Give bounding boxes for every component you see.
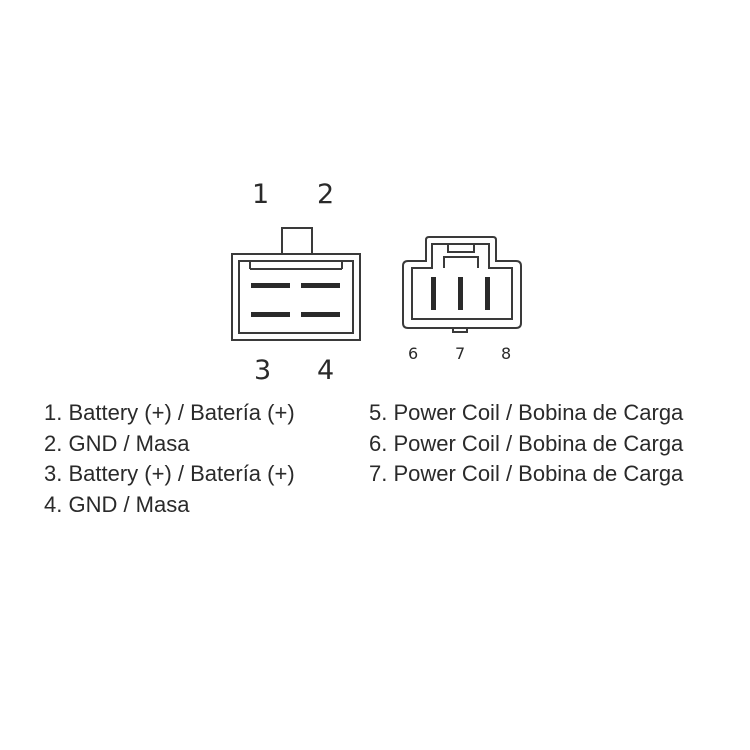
legend-item: 2. GND / Masa (44, 430, 190, 456)
legend-item: 7. Power Coil / Bobina de Carga (369, 461, 684, 486)
legend-item: 6. Power Coil / Bobina de Carga (369, 430, 684, 456)
connector-a-terminals (251, 283, 340, 317)
terminal-2 (301, 283, 340, 288)
connector-b-latch (447, 244, 475, 253)
terminal-4 (301, 312, 340, 317)
pin-label-1: 1 (252, 179, 270, 210)
pin-label-2: 2 (317, 179, 335, 210)
legend-item: 4. GND / Masa (44, 491, 190, 517)
terminal-8 (485, 277, 490, 310)
legend-item: 5. Power Coil / Bobina de Carga (369, 400, 684, 425)
connector-b-outer-housing (402, 236, 522, 329)
connector-a (231, 227, 361, 341)
connector-b-terminals (431, 277, 490, 310)
terminal-6 (431, 277, 436, 310)
legend-item: 1. Battery (+) / Batería (+) (44, 400, 295, 425)
terminal-1 (251, 283, 290, 288)
pin-label-3: 3 (254, 355, 272, 386)
pin-label-8: 8 (501, 344, 512, 363)
legend-right: 5. Power Coil / Bobina de Carga 6. Power… (369, 398, 683, 490)
pin-label-4: 4 (317, 355, 335, 386)
connector-b-latch-inner (443, 256, 479, 268)
connector-b-inner-housing (411, 243, 513, 320)
connector-b-bottom-notch (452, 327, 468, 333)
connector-a-inner-housing (238, 260, 354, 334)
pin-label-6: 6 (408, 344, 419, 363)
connector-a-outer-housing (231, 253, 361, 341)
legend-left: 1. Battery (+) / Batería (+) 2. GND / Ma… (44, 398, 295, 520)
connector-b (402, 236, 522, 333)
pin-label-7: 7 (455, 344, 466, 363)
terminal-3 (251, 312, 290, 317)
legend-item: 3. Battery (+) / Batería (+) (44, 461, 295, 486)
terminal-7 (458, 277, 463, 310)
connector-a-key-tab (281, 227, 313, 255)
